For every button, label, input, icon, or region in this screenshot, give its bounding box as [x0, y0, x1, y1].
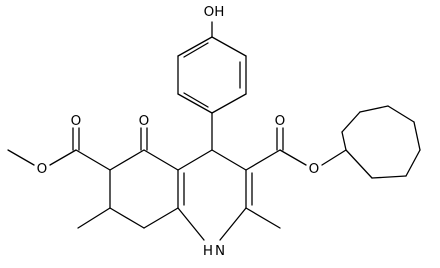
left-ester-carbonyl-oxygen-label: O	[71, 113, 82, 129]
atom-labels: OH O O O O O H N	[37, 4, 320, 259]
hydroxyl-label: OH	[204, 4, 225, 20]
bond-lines	[7, 21, 421, 241]
ring-nitrogen-label: N	[215, 243, 225, 259]
right-ester-ether-oxygen-label: O	[309, 161, 320, 177]
ketone-oxygen-label: O	[139, 113, 150, 129]
ring-nitrogen-h-label: H	[203, 243, 213, 259]
right-ester-carbonyl-oxygen-label: O	[275, 113, 286, 129]
left-ester-ether-oxygen-label: O	[37, 161, 48, 177]
